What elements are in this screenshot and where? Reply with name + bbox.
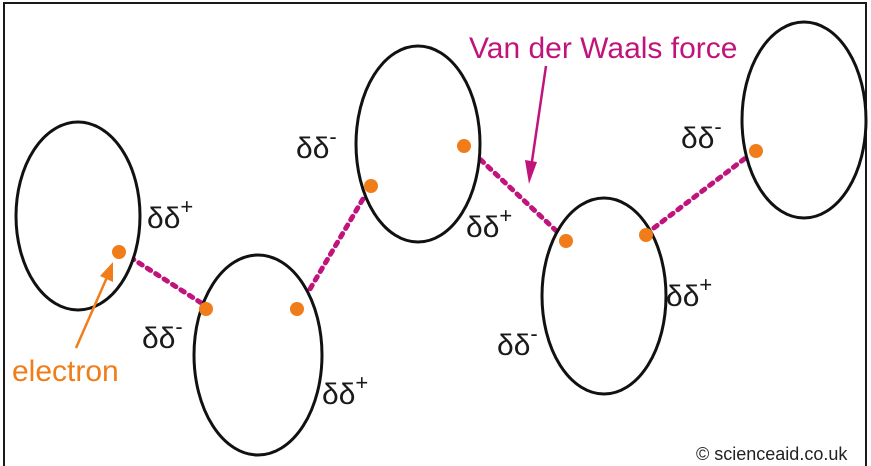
charge-label: δδ- [497, 321, 538, 362]
charge-label: δδ- [681, 114, 722, 155]
force-pointer-line [529, 65, 548, 169]
force-line [297, 184, 373, 309]
electron-dot [112, 245, 126, 259]
atom [354, 44, 482, 244]
copyright-text: © scienceaid.co.uk [696, 444, 848, 464]
charge-label: δδ- [142, 314, 183, 355]
electron-dot [457, 139, 471, 153]
force-pointer-arrowhead [525, 160, 537, 184]
charge-label: δδ+ [466, 203, 512, 244]
electron-dot [364, 179, 378, 193]
force-line [119, 249, 209, 309]
diagram-frame [3, 2, 867, 466]
electron-dot [639, 228, 653, 242]
force-line [643, 147, 759, 237]
atom [740, 20, 868, 220]
atom [192, 253, 324, 457]
electron-dot [290, 302, 304, 316]
atom [540, 196, 668, 396]
electron-pointer-line [74, 274, 110, 349]
charge-label: δδ+ [322, 370, 368, 411]
atom [14, 120, 142, 312]
charge-label: δδ+ [666, 272, 712, 313]
charge-label: δδ+ [147, 194, 193, 235]
electron-pointer-arrowhead [100, 262, 113, 282]
electron-dot [559, 234, 573, 248]
electron-callout-label: electron [12, 355, 119, 388]
force-callout-label: Van der Waals force [469, 32, 737, 65]
electron-dot [199, 302, 213, 316]
electron-dot [749, 144, 763, 158]
charge-label: δδ- [296, 124, 337, 165]
force-line [463, 143, 569, 243]
